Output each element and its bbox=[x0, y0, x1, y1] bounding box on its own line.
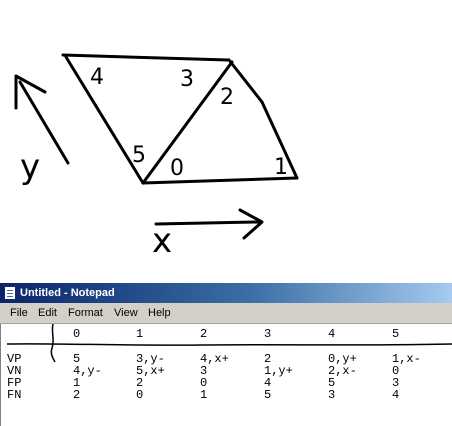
table-cell: 2,x- bbox=[328, 364, 357, 378]
table-cell: 0,y+ bbox=[328, 352, 357, 366]
x-axis-arrowhead bbox=[238, 208, 264, 240]
edge-label-3: 3 bbox=[180, 67, 194, 92]
shape-bottom-edge bbox=[141, 176, 299, 185]
table-cell: 3 bbox=[328, 388, 336, 402]
shape-right-lower-edge bbox=[260, 100, 299, 180]
column-header-1: 1 bbox=[136, 327, 144, 341]
row-label-vp: VP bbox=[7, 352, 22, 366]
shape-left-edge bbox=[64, 55, 145, 185]
table-cell: 1,x- bbox=[392, 352, 421, 366]
table-rule-lines bbox=[6, 324, 452, 363]
shape-right-upper-edge bbox=[227, 58, 264, 104]
table-cell: 5,x+ bbox=[136, 364, 165, 378]
column-header-0: 0 bbox=[73, 327, 81, 341]
edge-label-2: 2 bbox=[220, 85, 234, 110]
table-cell: 3 bbox=[200, 364, 208, 378]
edge-label-4: 4 bbox=[90, 65, 104, 90]
edge-label-1: 1 bbox=[274, 155, 288, 180]
notepad-icon bbox=[4, 286, 16, 300]
menu-edit[interactable]: Edit bbox=[38, 307, 57, 319]
row-label-fn: FN bbox=[7, 388, 22, 402]
table-cell: 4 bbox=[264, 376, 272, 390]
title-bar[interactable]: Untitled - Notepad bbox=[0, 283, 452, 303]
menu-file[interactable]: File bbox=[10, 307, 28, 319]
table-cell: 2 bbox=[73, 388, 81, 402]
x-axis-arrow-shaft bbox=[154, 220, 260, 226]
menu-format[interactable]: Format bbox=[68, 307, 103, 319]
y-axis-arrowhead bbox=[14, 74, 47, 110]
table-cell: 3 bbox=[392, 376, 400, 390]
row-label-fp: FP bbox=[7, 376, 22, 390]
row-label-vn: VN bbox=[7, 364, 22, 378]
shape-top-edge bbox=[61, 53, 230, 62]
column-header-4: 4 bbox=[328, 327, 336, 341]
table-cell: 1,y+ bbox=[264, 364, 293, 378]
column-header-3: 3 bbox=[264, 327, 272, 341]
vertical-divider-line bbox=[50, 324, 56, 363]
table-cell: 3,y- bbox=[136, 352, 165, 366]
table-cell: 2 bbox=[136, 376, 144, 390]
edge-label-0: 0 bbox=[170, 156, 184, 181]
menu-bar: File Edit Format View Help bbox=[0, 303, 452, 324]
notepad-window: Untitled - Notepad File Edit Format View… bbox=[0, 283, 452, 426]
table-cell: 5 bbox=[264, 388, 272, 402]
table-cell: 0 bbox=[392, 364, 400, 378]
table-cell: 4,x+ bbox=[200, 352, 229, 366]
menu-view[interactable]: View bbox=[114, 307, 138, 319]
table-cell: 0 bbox=[200, 376, 208, 390]
table-cell: 4 bbox=[392, 388, 400, 402]
axis-x-label: x bbox=[152, 221, 172, 261]
table-cell: 5 bbox=[328, 376, 336, 390]
table-cell: 4,y- bbox=[73, 364, 102, 378]
horizontal-divider-line bbox=[6, 343, 452, 346]
table-cell: 0 bbox=[136, 388, 144, 402]
window-title: Untitled - Notepad bbox=[20, 287, 115, 299]
table-cell: 1 bbox=[73, 376, 81, 390]
shape-diagonal bbox=[141, 60, 234, 185]
axis-y-label: y bbox=[20, 147, 40, 187]
table-cell: 1 bbox=[200, 388, 208, 402]
column-header-2: 2 bbox=[200, 327, 208, 341]
column-header-5: 5 bbox=[392, 327, 400, 341]
y-axis-arrow-shaft bbox=[18, 80, 70, 165]
table-cell: 5 bbox=[73, 352, 81, 366]
menu-help[interactable]: Help bbox=[148, 307, 171, 319]
table-cell: 2 bbox=[264, 352, 272, 366]
edge-label-5: 5 bbox=[132, 143, 146, 168]
text-editor-area[interactable]: 0 1 2 3 4 5 VP 5 3,y- 4,x+ 2 0,y+ 1,x- V… bbox=[0, 324, 452, 426]
hand-drawn-sketch: 0 1 2 3 4 5 y x bbox=[14, 53, 299, 261]
